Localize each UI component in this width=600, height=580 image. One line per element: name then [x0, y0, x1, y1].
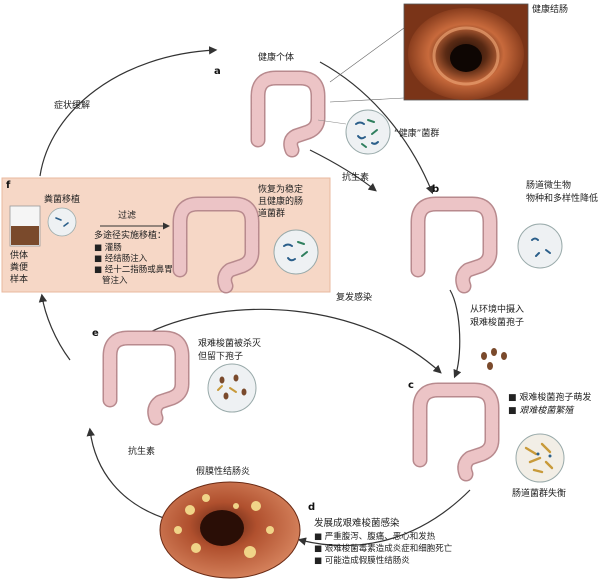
label-healthy-individual: 健康个体 — [258, 53, 295, 63]
label-c-1: ■ 艰难梭菌孢子萌发 — [508, 393, 592, 403]
restore-1: 恢复为稳定 — [258, 185, 304, 195]
arrow-b-to-c — [449, 289, 462, 379]
pmc-photo — [159, 481, 301, 579]
colon-b — [410, 196, 498, 294]
d-item-3: ■ 可能造成假膜性结肠炎 — [314, 556, 410, 566]
label-b-2: 物种和多样性降低 — [526, 194, 599, 204]
label-d-title: 发展成艰难梭菌感染 — [314, 518, 400, 529]
healthy-colon-photo — [403, 3, 529, 101]
label-filter: 过滤 — [118, 211, 137, 221]
letter-b: b — [432, 184, 440, 195]
letter-d: d — [308, 502, 316, 513]
healthy-flora-circle — [345, 109, 391, 155]
label-c-2: ■ 艰难梭菌繁殖 — [508, 406, 574, 416]
label-recurrence: 复发感染 — [336, 293, 373, 303]
route-2: ■ 经结肠注入 — [94, 254, 148, 264]
arrow-c-to-d — [297, 489, 471, 547]
arrow-e-to-f — [38, 293, 71, 361]
route-4: 管注入 — [102, 276, 128, 286]
donor-2: 粪便 — [10, 263, 29, 273]
label-e-1: 艰难梭菌被杀灭 — [198, 339, 262, 349]
label-antibiotic-left: 抗生素 — [128, 447, 156, 457]
panel-f-art — [1, 177, 331, 294]
reduced-flora-circle — [517, 223, 563, 269]
label-dysbiosis: 肠道菌群失衡 — [512, 489, 567, 499]
letter-e: e — [92, 328, 99, 339]
label-e-2: 但留下孢子 — [198, 352, 244, 362]
label-ingest-1: 从环境中摄入 — [470, 305, 525, 315]
letter-c: c — [408, 380, 414, 391]
arrow-recurrence — [149, 308, 442, 374]
route-1: ■ 灌肠 — [94, 243, 122, 253]
label-b-1: 肠道微生物 — [526, 181, 572, 191]
label-symptom-relief: 症状缓解 — [54, 101, 91, 111]
arrow-antibiotic — [309, 149, 377, 192]
label-fmt: 粪菌移植 — [44, 195, 81, 205]
colon-c — [412, 382, 500, 482]
letter-f: f — [6, 180, 11, 191]
label-healthy-flora: “健康”菌群 — [394, 129, 440, 139]
label-healthy-colon: 健康结肠 — [532, 5, 569, 15]
label-routes-title: 多途径实施移植： — [94, 231, 167, 241]
donor-3: 样本 — [10, 275, 29, 285]
label-ingest-2: 艰难梭菌孢子 — [470, 318, 525, 328]
d-item-1: ■ 严重腹泻、腹痛、恶心和发热 — [314, 532, 436, 542]
arrow-d-to-e — [86, 427, 171, 521]
letter-a: a — [214, 66, 221, 77]
restore-2: 且健康的肠 — [258, 197, 304, 207]
restore-3: 道菌群 — [258, 209, 286, 219]
label-antibiotic-top: 抗生素 — [342, 173, 370, 183]
healthy-bacteria — [355, 119, 379, 148]
donor-1: 供体 — [10, 251, 29, 261]
d-item-2: ■ 艰难梭菌毒素造成炎症和细胞死亡 — [314, 544, 453, 554]
label-pmc: 假膜性结肠炎 — [196, 467, 251, 477]
killed-bacteria-circle — [207, 363, 257, 413]
arrow-f-to-a — [39, 46, 218, 177]
spores — [481, 348, 507, 370]
colon-e — [102, 330, 190, 426]
route-3: ■ 经十二指肠或鼻胃 — [94, 265, 173, 275]
